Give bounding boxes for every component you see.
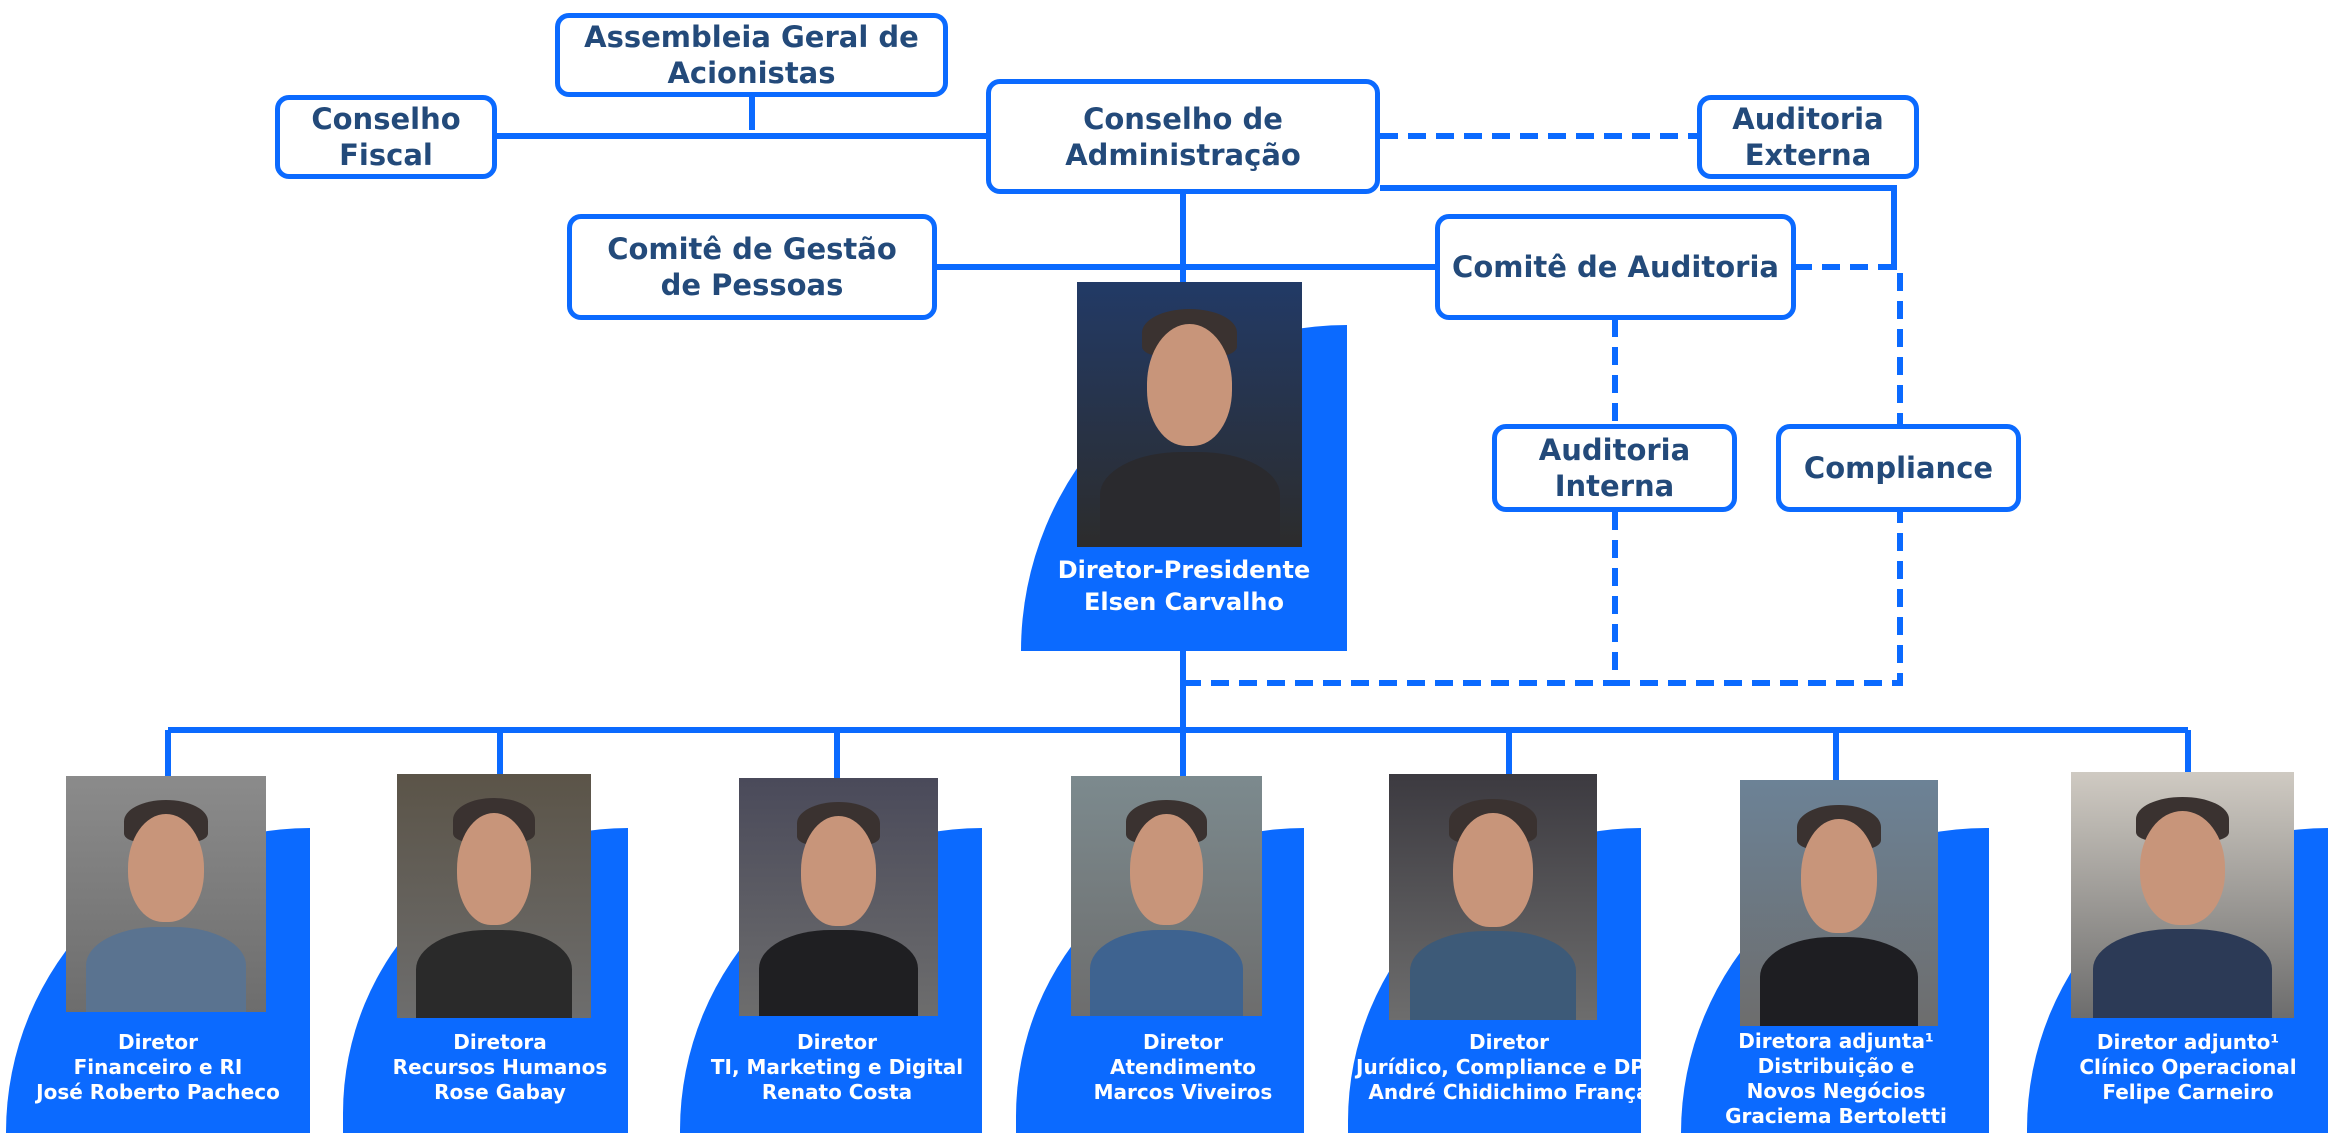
director-photo-face (1801, 819, 1877, 933)
comite-pessoas-label: Comitê de Gestão de Pessoas (607, 232, 897, 302)
director-title: Diretora (453, 1030, 547, 1054)
director-photo-face (1453, 813, 1533, 927)
director-title: Diretor (1142, 1030, 1224, 1054)
director-area: TI, Marketing e Digital (710, 1055, 964, 1079)
director-area: Financeiro e RI (73, 1055, 243, 1079)
conselho-admin-label: Conselho de Administração (1065, 101, 1301, 172)
auditoria-externa-label: Auditoria Externa (1732, 102, 1884, 172)
director-photo-face (128, 813, 204, 923)
director-photo (2071, 772, 2294, 1018)
director-area: Novos Negócios (1746, 1079, 1926, 1103)
director-photo-clothing (758, 930, 919, 1016)
assembleia-box: Assembleia Geral de Acionistas (555, 13, 948, 97)
director-title: Diretor (1468, 1030, 1550, 1054)
director-photo-face (2140, 811, 2225, 925)
director-name: Graciema Bertoletti (1725, 1104, 1947, 1128)
director-photo (739, 778, 938, 1016)
director-photo (1389, 774, 1597, 1020)
director-photo-clothing (416, 930, 572, 1018)
director-photo-clothing (1759, 937, 1919, 1026)
conselho-admin-box: Conselho de Administração (986, 79, 1380, 194)
director-name: Renato Costa (761, 1080, 913, 1104)
director-photo (66, 776, 266, 1012)
compliance-box: Compliance (1776, 424, 2021, 512)
comite-auditoria-box: Comitê de Auditoria (1435, 214, 1796, 320)
ceo-photo-suit (1099, 451, 1280, 547)
director-name: Rose Gabay (434, 1080, 566, 1104)
director-area: Distribuição e (1757, 1054, 1915, 1078)
director-photo-face (800, 816, 877, 926)
auditoria-interna-label: Auditoria Interna (1538, 433, 1691, 503)
ceo-photo-face (1146, 324, 1233, 447)
director-name: José Roberto Pacheco (36, 1080, 280, 1104)
director-area: Recursos Humanos (392, 1055, 608, 1079)
comite-pessoas-box: Comitê de Gestão de Pessoas (567, 214, 937, 320)
director-photo-face (1130, 814, 1203, 925)
conselho-fiscal-label: Conselho Fiscal (311, 102, 461, 172)
dashed-bottom-loop (1612, 512, 1903, 686)
assembleia-label: Assembleia Geral de Acionistas (584, 20, 919, 90)
director-photo (1740, 780, 1938, 1026)
auditoria-externa-box: Auditoria Externa (1697, 95, 1919, 179)
director-name: Marcos Viveiros (1093, 1080, 1273, 1104)
dashed-comite-compliance (1794, 264, 1903, 424)
ceo-caption: Diretor-Presidente Elsen Carvalho (1021, 554, 1347, 618)
ceo-title: Diretor-Presidente (1057, 556, 1311, 584)
director-area: Atendimento (1110, 1055, 1256, 1079)
line-conselho-auditoria (1380, 185, 1897, 270)
director-photo-clothing (2093, 929, 2272, 1018)
director-photo-face (457, 813, 531, 926)
director-photo-clothing (86, 927, 246, 1012)
director-photo (1071, 776, 1262, 1016)
director-title: Diretor adjunto¹ (2096, 1030, 2280, 1054)
director-title: Diretora adjunta¹ (1738, 1029, 1934, 1053)
director-title: Diretor (796, 1030, 878, 1054)
director-photo-clothing (1090, 929, 1243, 1016)
compliance-label: Compliance (1803, 451, 1994, 485)
director-name: Felipe Carneiro (2102, 1080, 2274, 1104)
auditoria-interna-box: Auditoria Interna (1492, 424, 1737, 512)
director-photo (397, 774, 591, 1018)
director-name: André Chidichimo França (1368, 1080, 1650, 1104)
ceo-photo (1077, 282, 1302, 547)
director-area: Jurídico, Compliance e DPO (1356, 1055, 1662, 1079)
conselho-fiscal-box: Conselho Fiscal (275, 95, 497, 179)
director-area: Clínico Operacional (2079, 1055, 2297, 1079)
ceo-name: Elsen Carvalho (1084, 588, 1284, 616)
director-photo-clothing (1409, 931, 1577, 1020)
director-title: Diretor (117, 1030, 199, 1054)
comite-auditoria-label: Comitê de Auditoria (1452, 250, 1779, 284)
